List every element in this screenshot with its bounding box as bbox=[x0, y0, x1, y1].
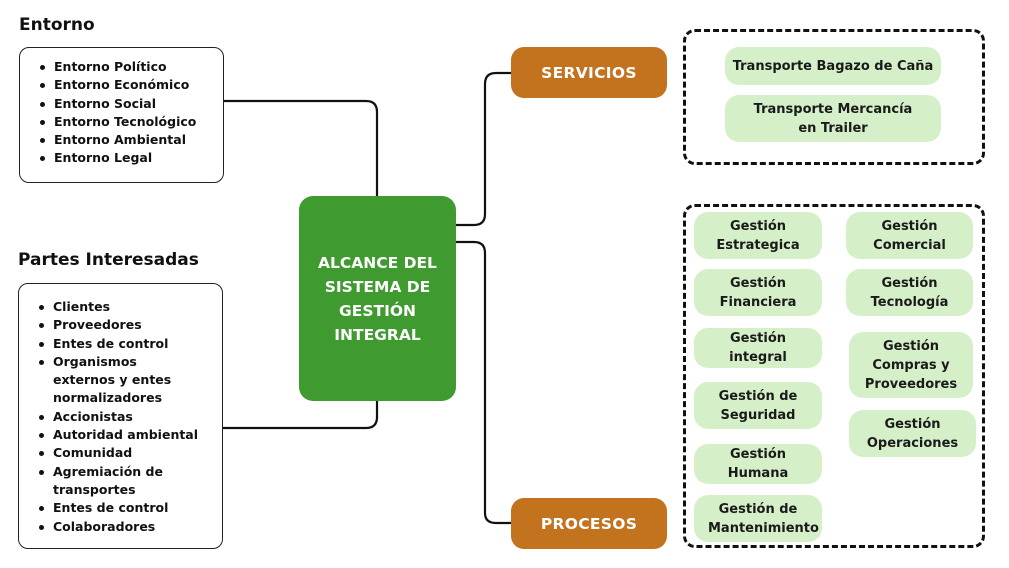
partes-item: Entes de control bbox=[39, 499, 212, 517]
proceso-item-label: Gestión Estrategica bbox=[716, 218, 800, 253]
servicios-group bbox=[683, 29, 985, 165]
proceso-item: Gestión Financiera bbox=[694, 269, 822, 316]
proceso-item: Gestión de Mantenimiento bbox=[694, 495, 822, 542]
partes-item: Clientes bbox=[39, 298, 212, 316]
partes-item: Accionistas bbox=[39, 408, 212, 426]
partes-item: Proveedores bbox=[39, 316, 212, 334]
proceso-item: Gestión Estrategica bbox=[694, 212, 822, 259]
partes-item: Organismos externos y entes normalizador… bbox=[39, 353, 203, 408]
connector-center-servicios bbox=[456, 71, 511, 227]
proceso-item-label: Gestión Tecnología bbox=[870, 275, 949, 310]
servicio-item: Transporte Bagazo de Caña bbox=[725, 47, 941, 85]
partes-interesadas-heading: Partes Interesadas bbox=[18, 250, 199, 270]
proceso-item: Gestión Operaciones bbox=[849, 410, 976, 457]
proceso-item: Gestión Tecnología bbox=[846, 269, 973, 316]
connector-entorno-center bbox=[223, 99, 379, 196]
center-node-label: ALCANCE DEL SISTEMA DE GESTIÓN INTEGRAL bbox=[318, 253, 437, 344]
partes-item: Colaboradores bbox=[39, 518, 212, 536]
entorno-item: Entorno Social bbox=[40, 95, 223, 113]
proceso-item-label: Gestión Financiera bbox=[719, 275, 797, 310]
procesos-node: PROCESOS bbox=[511, 498, 667, 549]
proceso-item-label: Gestión Humana bbox=[727, 447, 789, 481]
proceso-item-label: Gestión Operaciones bbox=[866, 416, 959, 451]
partes-item: Autoridad ambiental bbox=[39, 426, 212, 444]
proceso-item: Gestión integral bbox=[694, 328, 822, 368]
connector-center-procesos bbox=[456, 240, 511, 525]
center-node: ALCANCE DEL SISTEMA DE GESTIÓN INTEGRAL bbox=[299, 196, 456, 401]
proceso-item-label: Gestión Comercial bbox=[873, 218, 946, 253]
partes-item: Agremiación de transportes bbox=[39, 463, 173, 500]
partes-interesadas-list-box: Clientes Proveedores Entes de control Or… bbox=[18, 283, 223, 549]
partes-item: Comunidad bbox=[39, 444, 212, 462]
entorno-item: Entorno Ambiental bbox=[40, 131, 223, 149]
servicio-item-label: Transporte Bagazo de Caña bbox=[732, 58, 934, 74]
entorno-item: Entorno Tecnológico bbox=[40, 113, 223, 131]
entorno-list: Entorno Político Entorno Económico Entor… bbox=[20, 58, 223, 168]
servicios-label: SERVICIOS bbox=[541, 63, 637, 82]
proceso-item: Gestión Compras y Proveedores bbox=[849, 332, 973, 398]
proceso-item-label: Gestión integral bbox=[729, 331, 787, 365]
partes-item: Entes de control bbox=[39, 335, 212, 353]
proceso-item: Gestión Humana bbox=[694, 444, 822, 484]
entorno-heading: Entorno bbox=[19, 15, 95, 35]
servicio-item-label: Transporte Mercancía en Trailer bbox=[753, 101, 913, 136]
entorno-item: Entorno Económico bbox=[40, 76, 223, 94]
proceso-item-label: Gestión Compras y Proveedores bbox=[864, 338, 958, 392]
partes-interesadas-list: Clientes Proveedores Entes de control Or… bbox=[19, 298, 212, 536]
proceso-item-label: Gestión de Seguridad bbox=[718, 388, 798, 423]
entorno-item: Entorno Político bbox=[40, 58, 223, 76]
connector-partes-center bbox=[223, 400, 379, 430]
proceso-item-label: Gestión de Mantenimiento bbox=[708, 501, 819, 536]
procesos-label: PROCESOS bbox=[540, 514, 638, 533]
procesos-group bbox=[683, 204, 985, 548]
entorno-list-box: Entorno Político Entorno Económico Entor… bbox=[19, 47, 224, 183]
servicio-item: Transporte Mercancía en Trailer bbox=[725, 95, 941, 142]
proceso-item: Gestión de Seguridad bbox=[694, 382, 822, 429]
entorno-item: Entorno Legal bbox=[40, 149, 223, 167]
proceso-item: Gestión Comercial bbox=[846, 212, 973, 259]
servicios-node: SERVICIOS bbox=[511, 47, 667, 98]
